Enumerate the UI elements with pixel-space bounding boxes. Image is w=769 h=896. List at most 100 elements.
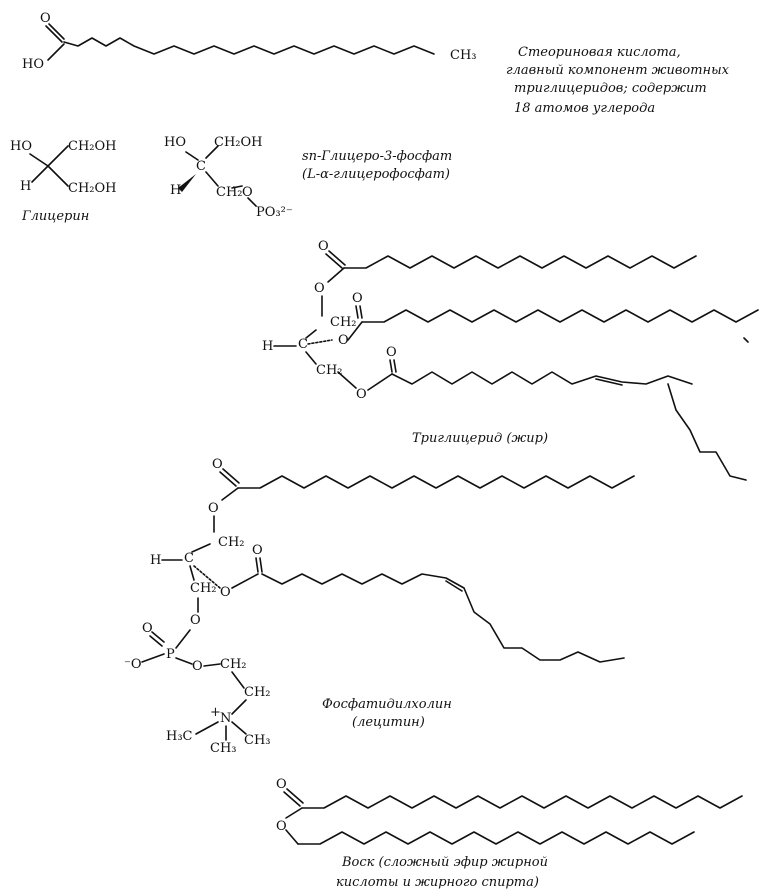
ester-bond: [285, 807, 303, 819]
atom-label: O: [356, 387, 367, 402]
atom-label: O: [208, 501, 219, 516]
carbon-chain: [343, 255, 697, 269]
atom-label: ⁻O: [124, 657, 142, 672]
atom-label: CH₂: [330, 315, 357, 330]
triglyceride-structure: O O CH₂ O O H C CH₂ O O: [262, 239, 759, 481]
hydroxyl-bond: [47, 43, 65, 61]
atom-label: O: [212, 457, 223, 472]
atom-label: CH₃: [210, 741, 237, 756]
ester-bond: [285, 829, 299, 845]
ester-bond: [221, 487, 239, 501]
wedge-bond: [178, 174, 196, 192]
phosphate-bond: [175, 629, 191, 649]
caption-stearic-line3: триглицеридов; содержит: [514, 81, 707, 96]
glycerol-3-phosphate-structure: HO CH₂OH C H CH₂ O PO₃²⁻: [164, 135, 293, 220]
unsaturated-carbon-chain: [391, 371, 747, 481]
ester-bond: [327, 267, 345, 283]
atom-label: +: [210, 705, 221, 720]
atom-label: HO: [164, 135, 186, 150]
atom-label: O: [220, 585, 231, 600]
caption-stearic-line1: Стеориновая кислота,: [518, 45, 681, 60]
atom-label: H: [150, 553, 161, 568]
caption-stearic-line4: 18 атомов углерода: [514, 101, 655, 116]
atom-label: O: [352, 291, 363, 306]
atom-label: CH₂: [190, 581, 217, 596]
caption-lecithin-line1: Фосфатидилхолин: [322, 697, 452, 712]
ester-bond: [347, 321, 363, 341]
atom-label: O: [318, 239, 329, 254]
choline-bond: [203, 663, 221, 667]
atom-label: H: [20, 179, 31, 194]
atom-label: O: [190, 613, 201, 628]
wax-ester-structure: O O: [276, 777, 743, 845]
hashed-bond: [307, 339, 333, 345]
glycerol-backbone-bonds: [273, 329, 317, 365]
atom-label: O: [276, 777, 287, 792]
atom-label: O: [252, 543, 263, 558]
atom-label: CH₂: [220, 657, 247, 672]
atom-label: O: [314, 281, 325, 296]
phosphatidylcholine-structure: O O CH₂ H C CH₂ O O O O P ⁻O O CH₂ CH₂ +…: [124, 457, 635, 756]
glycerol-structure: HO CH₂OH H CH₂OH: [10, 139, 117, 196]
atom-label: CH₂OH: [214, 135, 263, 150]
atom-label: O: [142, 621, 153, 636]
phosphate-bond: [141, 653, 165, 663]
hashed-bond: [193, 565, 221, 589]
caption-stearic-line2: главный компонент животных: [506, 63, 730, 78]
carbonyl-double-bond: [219, 468, 240, 487]
carbonyl-double-bond: [255, 557, 263, 573]
ester-bond: [337, 371, 357, 389]
atom-label: N: [220, 711, 231, 726]
atom-label: P: [166, 647, 175, 662]
atom-label: CH₂: [216, 185, 243, 200]
carbon-chain: [297, 831, 695, 845]
carbon-chain: [63, 37, 435, 55]
phosphoryl-double-bond: [149, 631, 165, 647]
glycerol-bonds: [29, 145, 69, 187]
choline-bond: [231, 699, 247, 715]
caption-g3p-line2: (L-α-глицерофосфат): [302, 167, 450, 182]
atom-label: H: [262, 339, 273, 354]
unsaturated-carbon-chain: [261, 573, 625, 663]
caption-g3p-line1: sn-Глицеро-3-фосфат: [302, 149, 452, 164]
atom-label: HO: [22, 57, 44, 72]
atom-label: C: [184, 551, 194, 566]
glycerol-backbone-bonds: [161, 543, 211, 581]
carbonyl-double-bond: [355, 305, 363, 319]
atom-label: CH₂: [244, 685, 271, 700]
atom-label: CH₂OH: [68, 181, 117, 196]
caption-glycerol: Глицерин: [21, 209, 89, 224]
caption-wax-line1: Воск (сложный эфир жирной: [341, 855, 548, 870]
caption-lecithin-line2: (лецитин): [352, 715, 425, 730]
choline-bond: [231, 671, 245, 689]
carbon-chain: [237, 475, 635, 489]
carbonyl-double-bond: [45, 23, 65, 43]
atom-label: H₃C: [166, 729, 193, 744]
atom-label: O: [242, 185, 253, 200]
phosphate-bond: [175, 657, 193, 665]
atom-label: C: [298, 337, 308, 352]
atom-label: O: [192, 659, 203, 674]
carbonyl-double-bond: [283, 788, 304, 807]
atom-label: C: [196, 159, 206, 174]
ester-bond: [231, 573, 259, 589]
ester-bond: [367, 373, 393, 391]
atom-label: HO: [10, 139, 32, 154]
atom-label: CH₂: [218, 535, 245, 550]
carbon-chain: [361, 309, 759, 343]
atom-label: CH₂OH: [68, 139, 117, 154]
atom-label: O: [276, 819, 287, 834]
carbon-chain: [301, 795, 743, 809]
carbonyl-double-bond: [389, 359, 397, 373]
caption-wax-line2: кислоты и жирного спирта): [336, 875, 539, 890]
atom-label: H: [170, 183, 181, 198]
stearic-acid-structure: O HO CH₃: [22, 11, 477, 72]
atom-label: O: [40, 11, 51, 26]
atom-label: PO₃²⁻: [256, 205, 293, 220]
atom-label: O: [338, 333, 349, 348]
atom-label: CH₃: [244, 733, 271, 748]
carbonyl-double-bond: [325, 250, 346, 269]
ammonium-bonds: [195, 721, 247, 741]
